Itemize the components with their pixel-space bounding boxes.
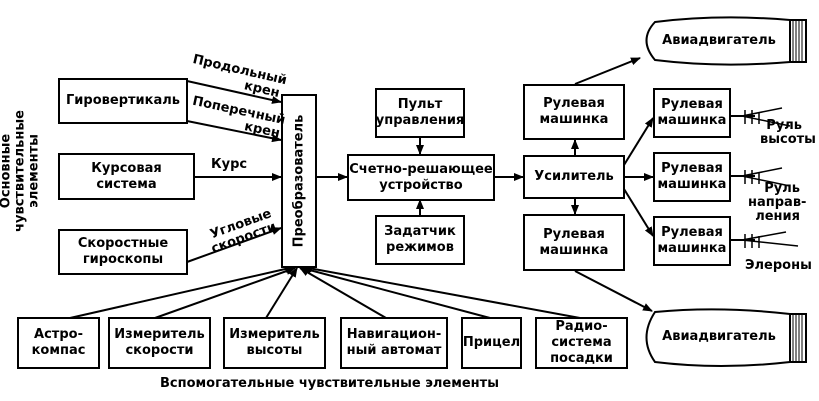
aux-sensors-caption: Вспомогательные чувствительные элементы (160, 376, 499, 391)
arrow-aux-alt (265, 267, 298, 319)
course-label: Курс (211, 157, 248, 172)
arrow-amp-ail (623, 188, 654, 237)
engine-bottom-label: Авиадвигатель (662, 329, 776, 344)
rudder-surface-icon (741, 167, 791, 187)
converter-block: Преобразователь (281, 94, 317, 268)
converter-label: Преобразователь (291, 114, 307, 248)
aileron-surface-icon (741, 231, 799, 248)
arrow-aux-sight (301, 266, 491, 319)
arrow-servo-engbot (574, 270, 653, 312)
arrow-pitch (186, 80, 282, 104)
arrow-servo-engtop (574, 57, 641, 85)
course-system-block: Курсовая система (58, 153, 195, 200)
arrow-aux-astro (69, 265, 295, 319)
rudder-label: Руль направ- ления (748, 181, 807, 224)
elevator-surface-icon (741, 107, 791, 127)
arrow-roll (186, 120, 282, 143)
airspeed-block: Измеритель скорости (108, 317, 211, 369)
servo-top-block: Рулевая машинка (523, 84, 625, 140)
servo-bottom-block: Рулевая машинка (523, 214, 625, 271)
landing-radio-block: Радио- система посадки (535, 317, 628, 369)
gyro-vertical-block: Гировертикаль (58, 78, 188, 124)
nav-computer-block: Навигацион- ный автомат (340, 317, 448, 369)
altimeter-block: Измеритель высоты (223, 317, 326, 369)
elevator-label: Руль высоты (760, 118, 816, 147)
arrow-aux-airspeed (154, 267, 296, 319)
astrocompass-block: Астро- компас (17, 317, 100, 369)
main-sensors-caption: Основные чувствительные элементы (0, 110, 42, 232)
arrow-amp-elev (623, 117, 654, 166)
engine-top-label: Авиадвигатель (662, 33, 776, 48)
engine-bottom-shape (645, 308, 807, 367)
arrow-rates (186, 227, 282, 263)
mode-setter-block: Задатчик режимов (375, 215, 465, 265)
ailerons-label: Элероны (745, 258, 812, 273)
computer-block: Счетно-решающее устройство (347, 154, 495, 201)
amplifier-block: Усилитель (523, 155, 625, 199)
arrow-aux-nav (299, 267, 387, 319)
control-panel-block: Пульт управления (375, 88, 465, 138)
servo-elevator-block: Рулевая машинка (653, 88, 731, 138)
engine-top-shape (645, 16, 807, 66)
rate-gyros-block: Скоростные гироскопы (58, 229, 188, 275)
sight-block: Прицел (461, 317, 522, 369)
arrow-aux-radio (302, 264, 581, 319)
servo-rudder-block: Рулевая машинка (653, 152, 731, 202)
servo-aileron-block: Рулевая машинка (653, 216, 731, 266)
